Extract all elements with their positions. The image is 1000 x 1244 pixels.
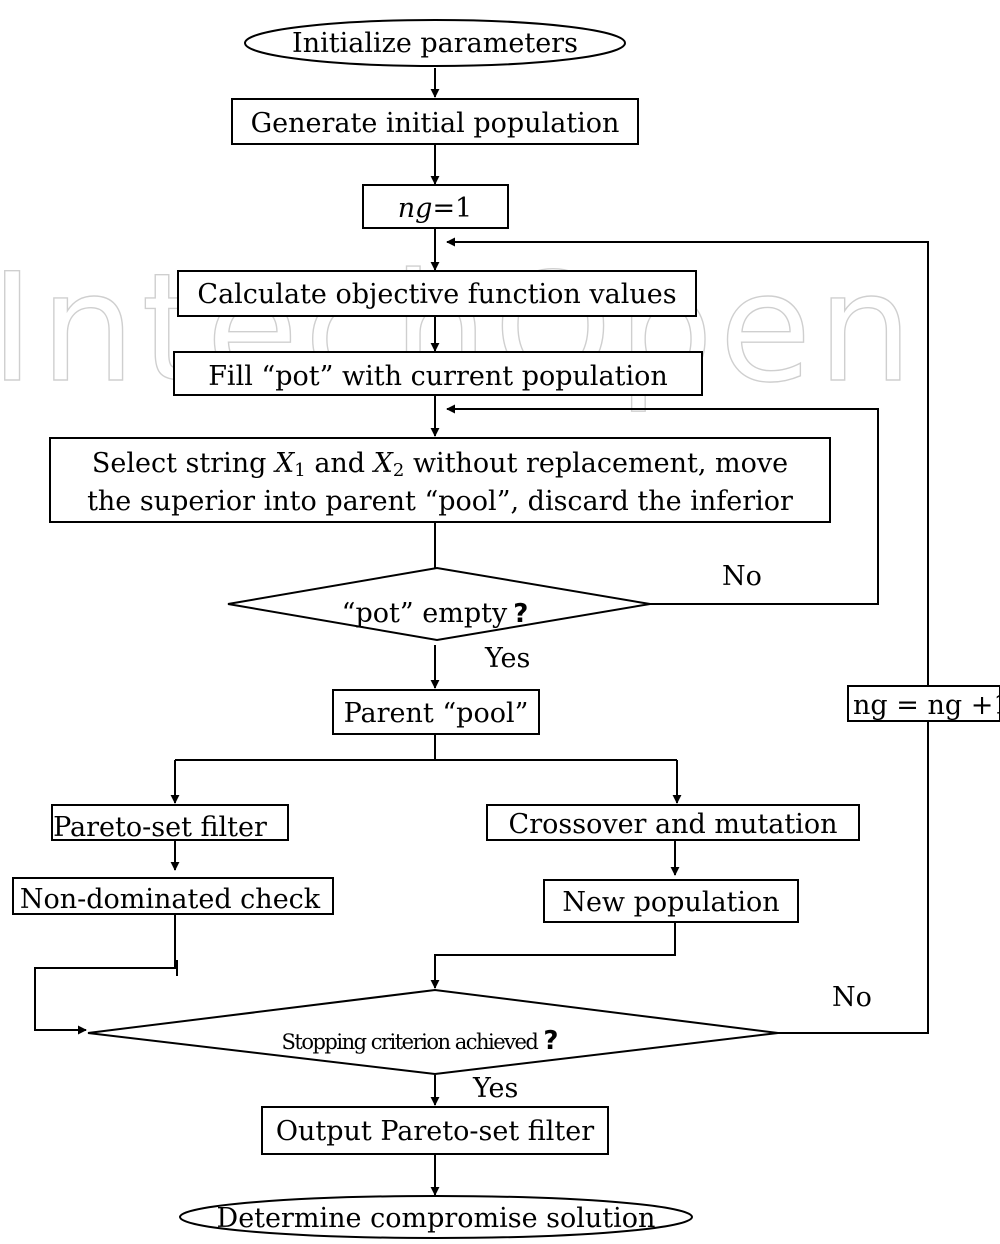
svg-text:Generate initial population: Generate initial population bbox=[251, 108, 620, 139]
determine-solution-node: Determine compromise solution bbox=[179, 1195, 693, 1239]
generate-population-node: Generate initial population bbox=[231, 98, 639, 145]
parent-pool-node: Parent “pool” bbox=[332, 689, 540, 735]
svg-text:Pareto-set filter: Pareto-set filter bbox=[53, 812, 267, 843]
svg-text:“pot” empty?: “pot” empty? bbox=[342, 598, 529, 629]
svg-text:Crossover and mutation: Crossover and mutation bbox=[509, 809, 838, 840]
svg-text:New population: New population bbox=[562, 887, 779, 918]
pot-yes-label: Yes bbox=[484, 643, 530, 674]
select-strings-node: Select string X1 and X2 without replacem… bbox=[49, 437, 831, 523]
svg-text:Calculate objective function v: Calculate objective function values bbox=[197, 279, 676, 310]
output-pareto-node: Output Pareto-set filter bbox=[261, 1106, 609, 1155]
svg-text:ng=1: ng=1 bbox=[398, 193, 473, 224]
stop-no-label: No bbox=[832, 982, 872, 1013]
fill-pot-node: Fill “pot” with current population bbox=[173, 351, 703, 396]
stopping-criterion-decision: Stopping criterion achieved? bbox=[87, 988, 779, 1076]
svg-text:Determine compromise solution: Determine compromise solution bbox=[217, 1203, 656, 1234]
init-node: Initialize parameters bbox=[244, 19, 626, 67]
pareto-filter-node: Pareto-set filter bbox=[51, 804, 289, 843]
calculate-objectives-node: Calculate objective function values bbox=[177, 270, 697, 317]
svg-text:Select string X1 and X2 withou: Select string X1 and X2 without replacem… bbox=[92, 448, 788, 481]
crossover-mutation-node: Crossover and mutation bbox=[486, 804, 860, 841]
stop-yes-label: Yes bbox=[472, 1073, 518, 1104]
ng-increment-node: ng = ng +1 bbox=[847, 685, 1000, 722]
svg-text:the superior into parent “pool: the superior into parent “pool”, discard… bbox=[87, 486, 793, 517]
svg-text:Stopping criterion achieved?: Stopping criterion achieved? bbox=[282, 1026, 559, 1056]
svg-text:Fill “pot” with current popula: Fill “pot” with current population bbox=[208, 361, 668, 392]
svg-text:ng = ng +1: ng = ng +1 bbox=[853, 690, 1000, 721]
ng-init-node: ng=1 bbox=[362, 184, 509, 229]
connectors bbox=[34, 68, 929, 1196]
pot-no-label: No bbox=[722, 561, 762, 592]
new-population-node: New population bbox=[543, 879, 799, 923]
svg-text:Non-dominated check: Non-dominated check bbox=[20, 884, 321, 915]
svg-text:Initialize parameters: Initialize parameters bbox=[292, 28, 578, 59]
svg-text:Output Pareto-set filter: Output Pareto-set filter bbox=[276, 1116, 594, 1147]
pot-empty-decision: “pot” empty? bbox=[227, 566, 651, 642]
non-dominated-node: Non-dominated check bbox=[12, 877, 334, 915]
svg-text:Parent “pool”: Parent “pool” bbox=[344, 698, 529, 729]
